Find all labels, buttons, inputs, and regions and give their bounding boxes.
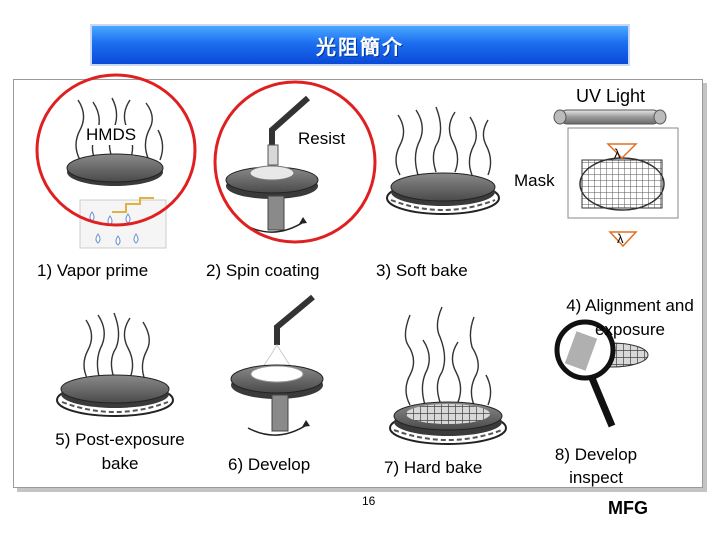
step1-vapor-prime-illustration: [66, 97, 167, 249]
lambda-top-label: λ: [614, 146, 621, 161]
uv-light-label: UV Light: [576, 86, 646, 106]
step4-exposure-illustration: [553, 109, 679, 248]
step-label: 7) Hard bake: [384, 458, 483, 477]
hmds-label: HMDS: [84, 125, 139, 145]
org-label: MFG: [608, 498, 648, 518]
step2-spin-coating-illustration: [225, 95, 319, 233]
page-title: 光阻簡介: [316, 34, 404, 59]
title-banner: 光阻簡介: [90, 24, 630, 66]
lambda-bottom-label: λ: [617, 231, 624, 246]
step-label: 1) Vapor prime: [37, 261, 149, 280]
highlight-circle-resist: [213, 80, 377, 244]
step5-post-exposure-bake-illustration: [56, 312, 174, 417]
step8-inspect-illustration: [554, 319, 649, 428]
step-label: 6) Develop: [228, 455, 311, 474]
highlight-circle-hmds: [35, 73, 197, 227]
mask-label: Mask: [514, 171, 555, 190]
step-label: 4) Alignment and exposure: [566, 296, 694, 339]
step3-soft-bake-illustration: [386, 106, 500, 215]
step6-develop-illustration: [230, 294, 324, 436]
step7-hard-bake-illustration: [389, 306, 507, 445]
step-label: 5) Post-exposure bake: [55, 430, 185, 473]
step-label: 8) Develop inspect: [554, 445, 638, 487]
resist-label: Resist: [296, 129, 348, 149]
page-number: 16: [362, 494, 376, 508]
step-label: 2) Spin coating: [206, 261, 320, 280]
step-label: 3) Soft bake: [376, 261, 468, 280]
